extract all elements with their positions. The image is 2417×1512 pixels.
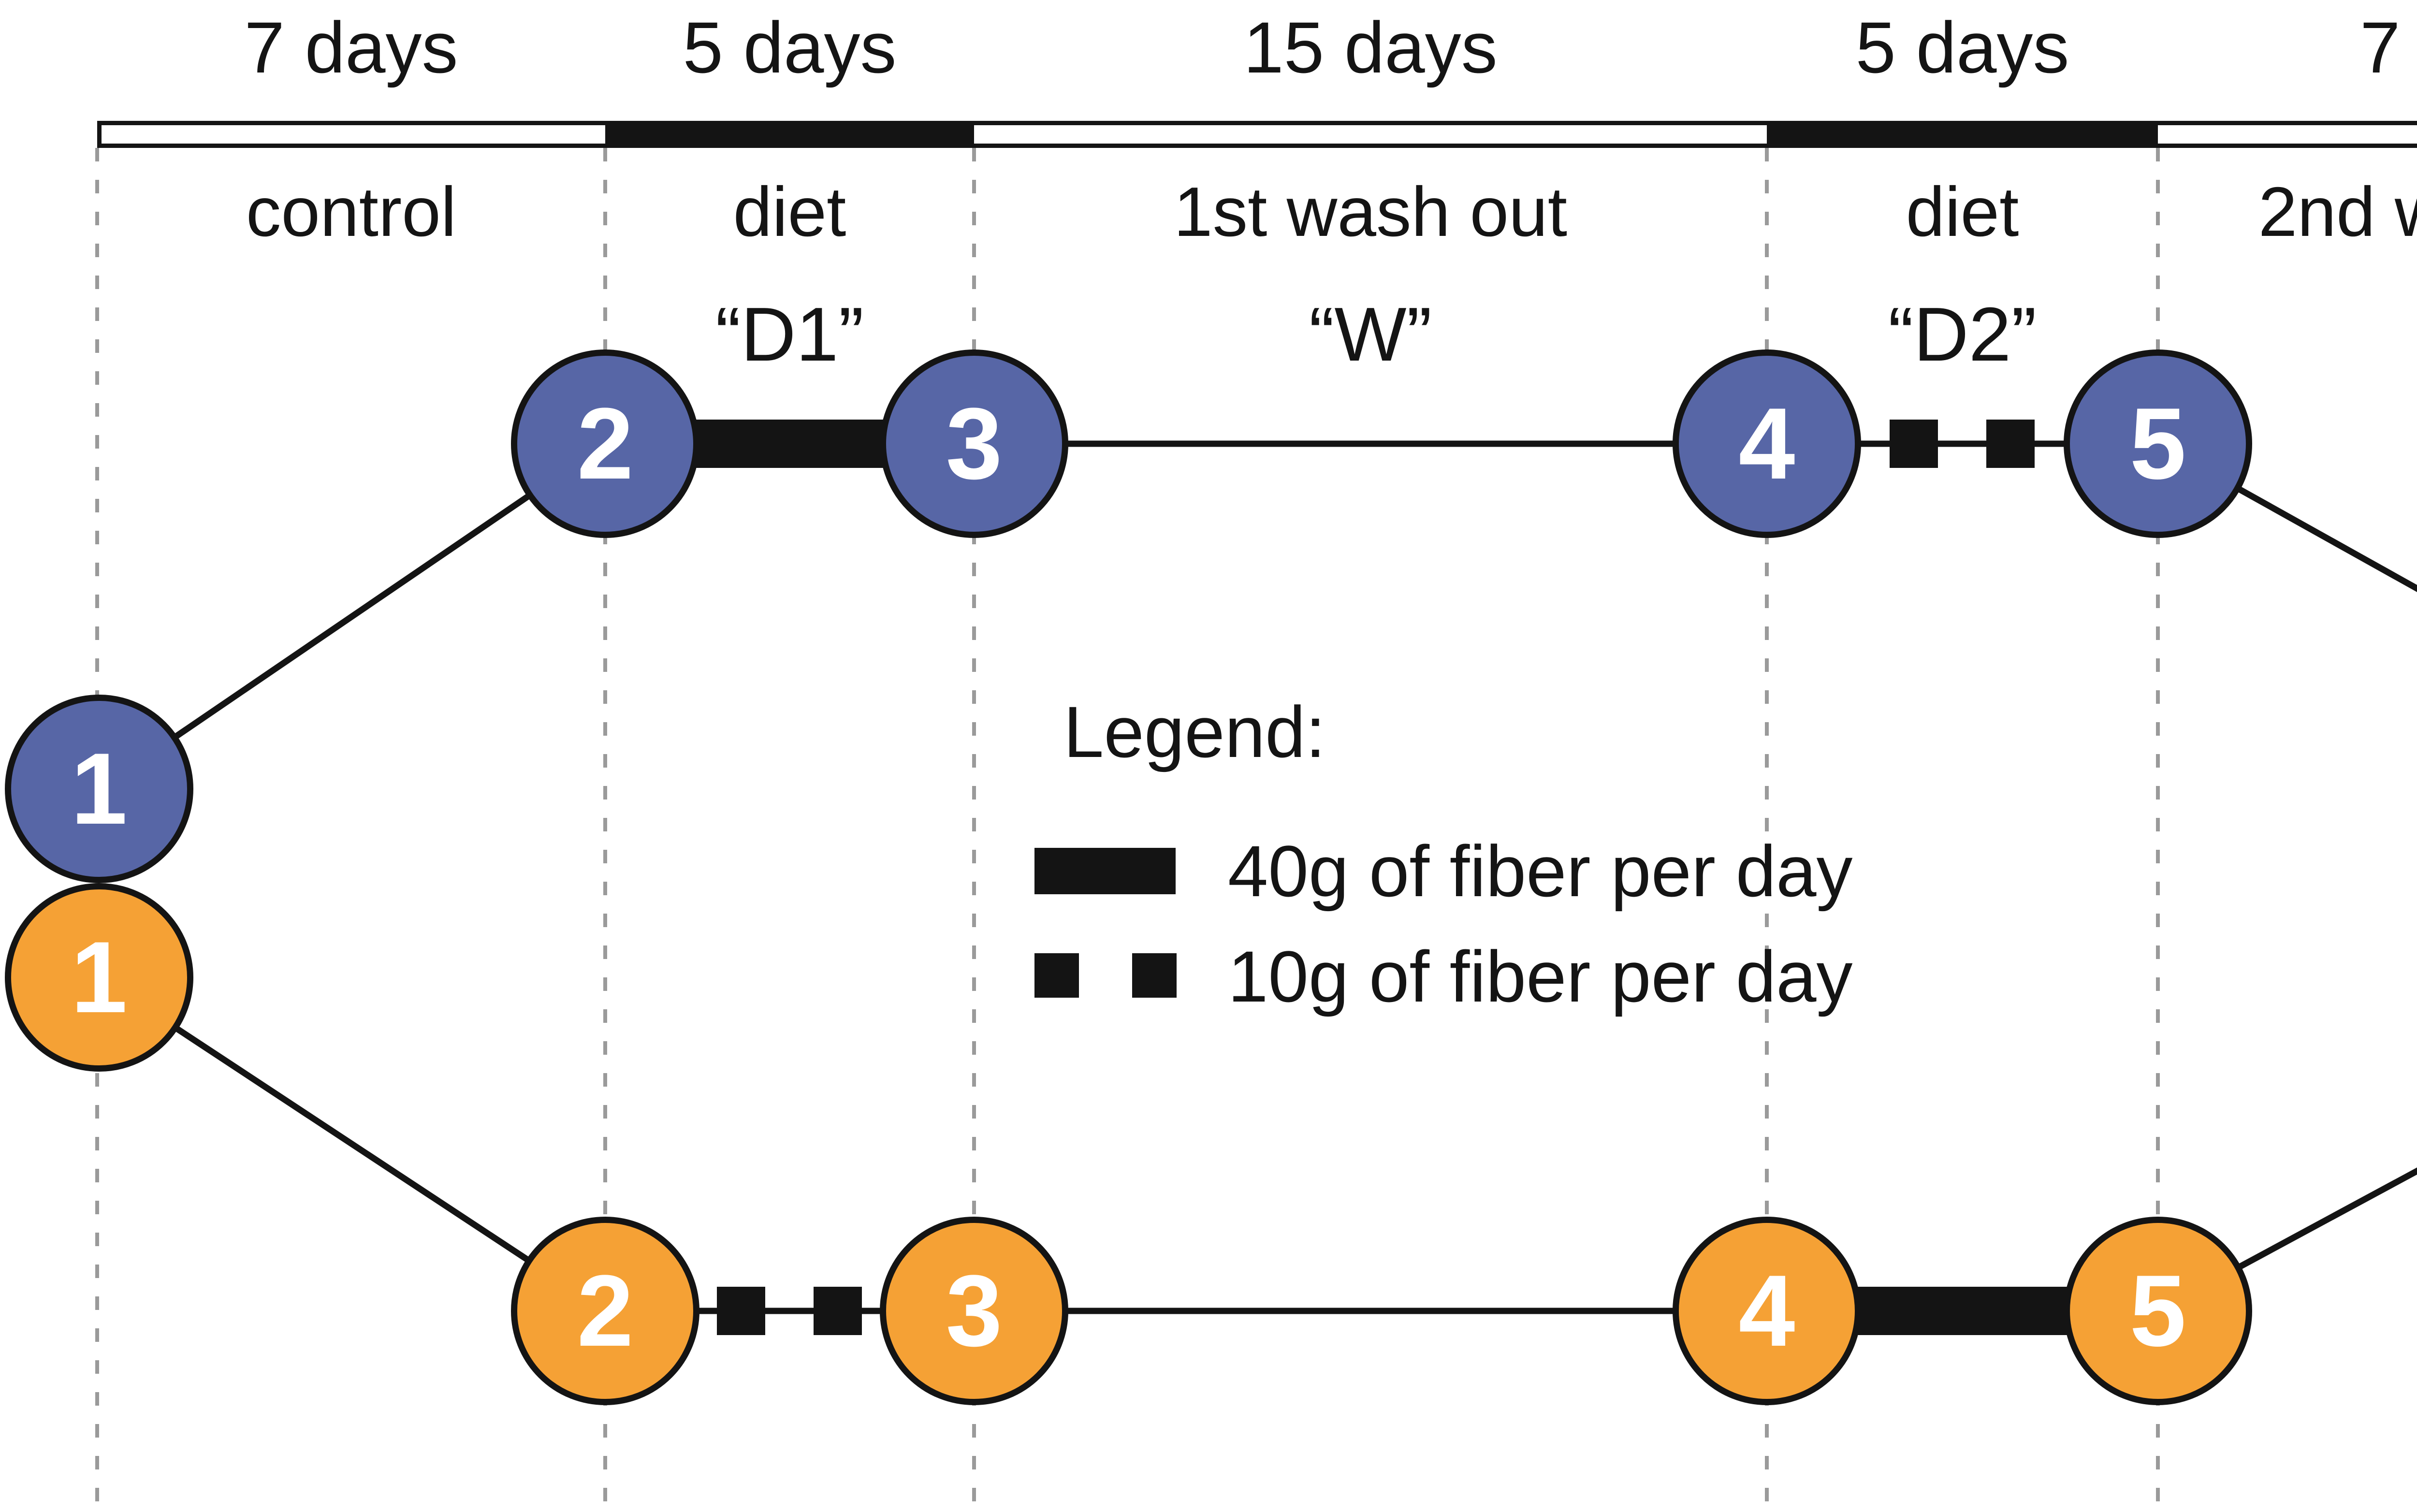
legend-10g-swatch-icon-a: [1034, 953, 1079, 998]
duration-label-washout1: 15 days: [1243, 7, 1498, 88]
fiber-10g-square-orange-b: [814, 1287, 862, 1335]
phase-label-diet2: diet: [1906, 173, 2019, 251]
node-blue-1: 1: [5, 695, 193, 883]
phase-label-washout1: 1st wash out: [1173, 173, 1568, 251]
phase-boundary-dashed-line-2: [603, 148, 607, 1512]
node-orange-4: 4: [1673, 1217, 1861, 1405]
legend-40g-label: 40g of fiber per day: [1228, 830, 1853, 912]
fiber-10g-square-blue-a: [1890, 420, 1938, 468]
node-orange-3: 3: [880, 1217, 1068, 1405]
period-code-d2: “D2”: [1888, 292, 2037, 377]
fiber-10g-square-blue-b: [1986, 420, 2035, 468]
period-code-d1: “D1”: [715, 292, 864, 377]
edge-blue-5-6: [2156, 441, 2417, 592]
node-orange-2: 2: [511, 1217, 699, 1405]
edge-blue-1-2: [97, 441, 607, 792]
node-blue-2: 2: [511, 349, 699, 538]
node-blue-4: 4: [1673, 349, 1861, 538]
duration-label-control: 7 days: [244, 7, 458, 88]
legend-title: Legend:: [1063, 691, 1326, 772]
node-orange-1: 1: [5, 883, 193, 1072]
phase-boundary-dashed-line-4: [1765, 148, 1769, 1512]
duration-label-washout2: 7 days: [2360, 7, 2417, 88]
duration-label-diet2: 5 days: [1855, 7, 2069, 88]
node-blue-5: 5: [2064, 349, 2252, 538]
phase-boundary-dashed-line-5: [2156, 148, 2160, 1512]
period-code-w: “W”: [1309, 292, 1432, 377]
phase-label-control: control: [246, 173, 457, 251]
fiber-10g-square-orange-a: [717, 1287, 765, 1335]
timeline-diet2-black-segment: [1767, 121, 2158, 148]
phase-label-diet1: diet: [733, 173, 846, 251]
edge-orange-5-6: [2156, 1167, 2417, 1314]
legend-10g-swatch-icon-b: [1132, 953, 1177, 998]
duration-label-diet1: 5 days: [683, 7, 897, 88]
edge-orange-1-2: [97, 974, 607, 1314]
legend-40g-swatch-icon: [1034, 848, 1176, 894]
legend-10g-label: 10g of fiber per day: [1228, 936, 1853, 1017]
phase-label-washout2: 2nd wash out: [2258, 173, 2417, 251]
timeline-diet1-black-segment: [605, 121, 974, 148]
node-blue-3: 3: [880, 349, 1068, 538]
node-orange-5: 5: [2064, 1217, 2252, 1405]
phase-boundary-dashed-line-3: [972, 148, 976, 1512]
